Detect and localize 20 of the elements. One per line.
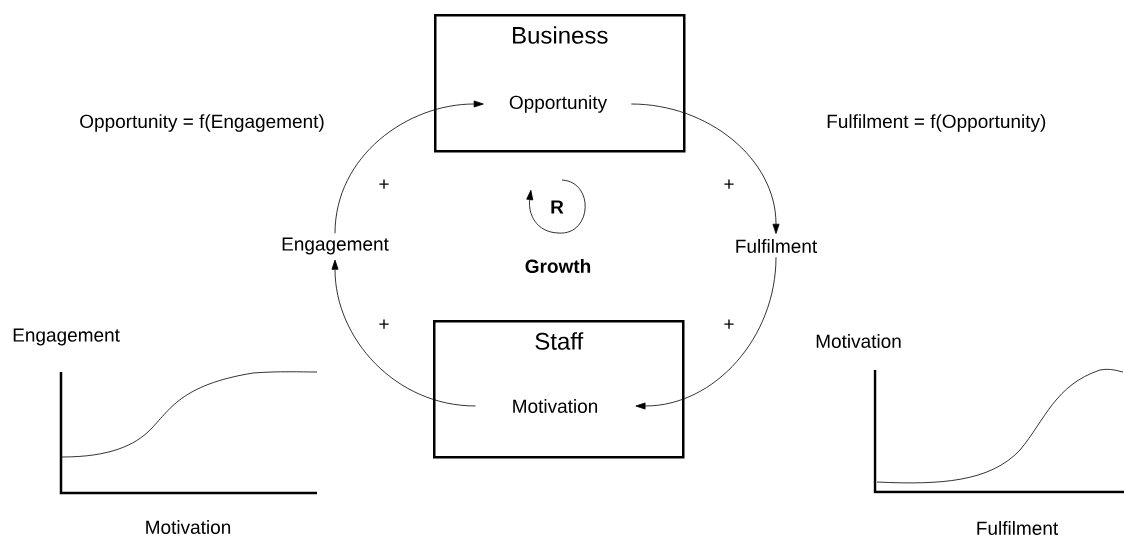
- edge-label: +: [379, 319, 389, 329]
- arrow: [630, 103, 780, 234]
- axis-label: Fulfilment: [977, 521, 1059, 535]
- node-text: Fulfilment: [736, 239, 818, 253]
- arrow: [331, 259, 476, 407]
- loop-letter: R: [551, 200, 564, 214]
- axis-label: Motivation: [146, 520, 231, 534]
- node-text: Opportunity: [509, 95, 608, 113]
- edge-label: +: [724, 319, 734, 329]
- arrow: [334, 100, 484, 234]
- edge-label: +: [724, 179, 734, 189]
- edge-label: +: [379, 179, 389, 189]
- loop-title: Growth: [525, 259, 591, 273]
- axis-label: Motivation: [816, 334, 901, 348]
- node-text: Motivation: [513, 399, 598, 413]
- equation-text: Fulfilment = f(Opportunity): [827, 114, 1046, 132]
- equation-text: Opportunity = f(Engagement): [80, 114, 324, 132]
- node-text: Engagement: [282, 237, 389, 255]
- arrow: [635, 256, 777, 410]
- axis-label: Engagement: [13, 328, 120, 346]
